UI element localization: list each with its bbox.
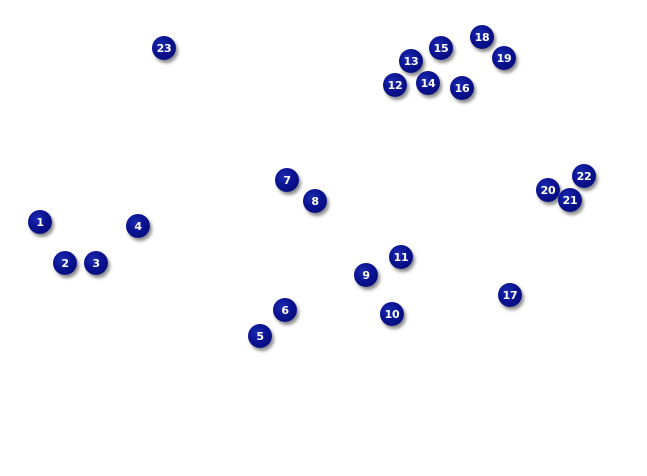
marker-label: 6 [281, 303, 289, 317]
marker-label: 11 [393, 250, 409, 264]
map-marker-2[interactable]: 2 [53, 251, 77, 275]
marker-label: 15 [433, 41, 449, 55]
marker-label: 3 [92, 256, 100, 270]
marker-label: 17 [502, 288, 518, 302]
map-marker-20[interactable]: 20 [536, 178, 560, 202]
map-marker-1[interactable]: 1 [28, 210, 52, 234]
map-marker-8[interactable]: 8 [303, 189, 327, 213]
marker-label: 18 [474, 30, 490, 44]
map-marker-22[interactable]: 22 [572, 164, 596, 188]
marker-label: 21 [562, 193, 578, 207]
map-marker-3[interactable]: 3 [84, 251, 108, 275]
map-marker-11[interactable]: 11 [389, 245, 413, 269]
map-marker-16[interactable]: 16 [450, 76, 474, 100]
map-marker-14[interactable]: 14 [416, 71, 440, 95]
marker-label: 2 [61, 256, 69, 270]
map-marker-23[interactable]: 23 [152, 36, 176, 60]
marker-label: 5 [256, 329, 264, 343]
map-marker-6[interactable]: 6 [273, 298, 297, 322]
map-marker-4[interactable]: 4 [126, 214, 150, 238]
marker-label: 14 [420, 76, 436, 90]
marker-label: 23 [156, 41, 172, 55]
marker-label: 20 [540, 183, 556, 197]
map-marker-18[interactable]: 18 [470, 25, 494, 49]
map-marker-13[interactable]: 13 [399, 49, 423, 73]
map-marker-15[interactable]: 15 [429, 36, 453, 60]
marker-label: 12 [387, 78, 403, 92]
map-marker-5[interactable]: 5 [248, 324, 272, 348]
marker-label: 4 [134, 219, 142, 233]
marker-label: 9 [362, 268, 370, 282]
marker-label: 1 [36, 215, 44, 229]
marker-label: 16 [454, 81, 470, 95]
map-marker-10[interactable]: 10 [380, 302, 404, 326]
map-marker-9[interactable]: 9 [354, 263, 378, 287]
map-marker-21[interactable]: 21 [558, 188, 582, 212]
marker-label: 7 [283, 173, 291, 187]
marker-label: 13 [403, 54, 419, 68]
marker-label: 19 [496, 51, 512, 65]
map-marker-12[interactable]: 12 [383, 73, 407, 97]
marker-label: 10 [384, 307, 400, 321]
marker-label: 8 [311, 194, 319, 208]
map-marker-7[interactable]: 7 [275, 168, 299, 192]
marker-label: 22 [576, 169, 592, 183]
map-marker-19[interactable]: 19 [492, 46, 516, 70]
map-marker-17[interactable]: 17 [498, 283, 522, 307]
